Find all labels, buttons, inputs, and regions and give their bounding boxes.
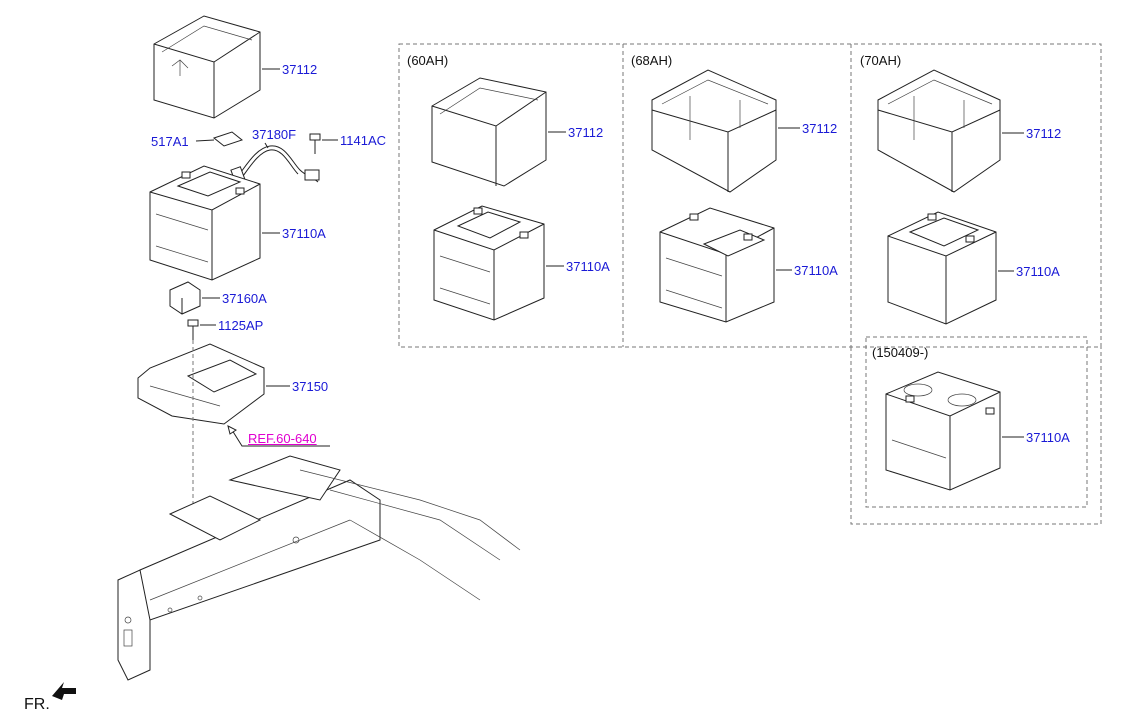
battery-tray-70ah: [877, 69, 1024, 193]
label-37150[interactable]: 37150: [292, 379, 329, 394]
battery-60ah: [433, 205, 564, 321]
label-517A1[interactable]: 517A1: [151, 134, 189, 149]
label-37110A-70ah[interactable]: 37110A: [1016, 264, 1060, 279]
label-37110A-150409[interactable]: 37110A: [1026, 430, 1070, 445]
sticker-part: [195, 131, 244, 147]
label-1125AP[interactable]: 1125AP: [218, 318, 264, 333]
group-label-60ah: (60AH): [407, 53, 449, 68]
label-ref-60-640[interactable]: REF.60-640: [248, 431, 317, 446]
label-37112-60ah[interactable]: 37112: [568, 125, 604, 140]
label-37110A-68ah[interactable]: 37110A: [794, 263, 838, 278]
battery-70ah: [887, 211, 1014, 325]
group-boxes: [398, 43, 1102, 525]
label-37110A-main[interactable]: 37110A: [282, 226, 326, 241]
battery-tray-60ah: [431, 77, 566, 187]
battery-tray-68ah: [651, 69, 800, 193]
label-37112-main[interactable]: 37112: [282, 62, 318, 77]
battery-main: [149, 165, 280, 281]
label-37110A-60ah[interactable]: 37110A: [566, 259, 610, 274]
vehicle-body-frame: [117, 455, 521, 681]
battery-tray-main: [153, 15, 280, 119]
bolt-top-part: [309, 133, 338, 154]
label-37112-68ah[interactable]: 37112: [802, 121, 838, 136]
clamp-part: [169, 281, 220, 315]
cable-part: [230, 142, 320, 184]
bracket-part: [137, 343, 330, 447]
front-arrow-icon: [52, 682, 76, 700]
group-label-150409: (150409-): [872, 345, 929, 360]
bolt-clamp-part: [187, 319, 216, 340]
label-37160A[interactable]: 37160A: [222, 291, 267, 306]
battery-68ah: [659, 207, 792, 323]
label-37112-70ah[interactable]: 37112: [1026, 126, 1062, 141]
group-label-68ah: (68AH): [631, 53, 673, 68]
front-direction-label: FR.: [24, 696, 50, 713]
label-37180F[interactable]: 37180F: [252, 127, 297, 142]
battery-150409: [885, 371, 1024, 491]
group-label-70ah: (70AH): [860, 53, 902, 68]
label-1141AC[interactable]: 1141AC: [340, 133, 387, 148]
